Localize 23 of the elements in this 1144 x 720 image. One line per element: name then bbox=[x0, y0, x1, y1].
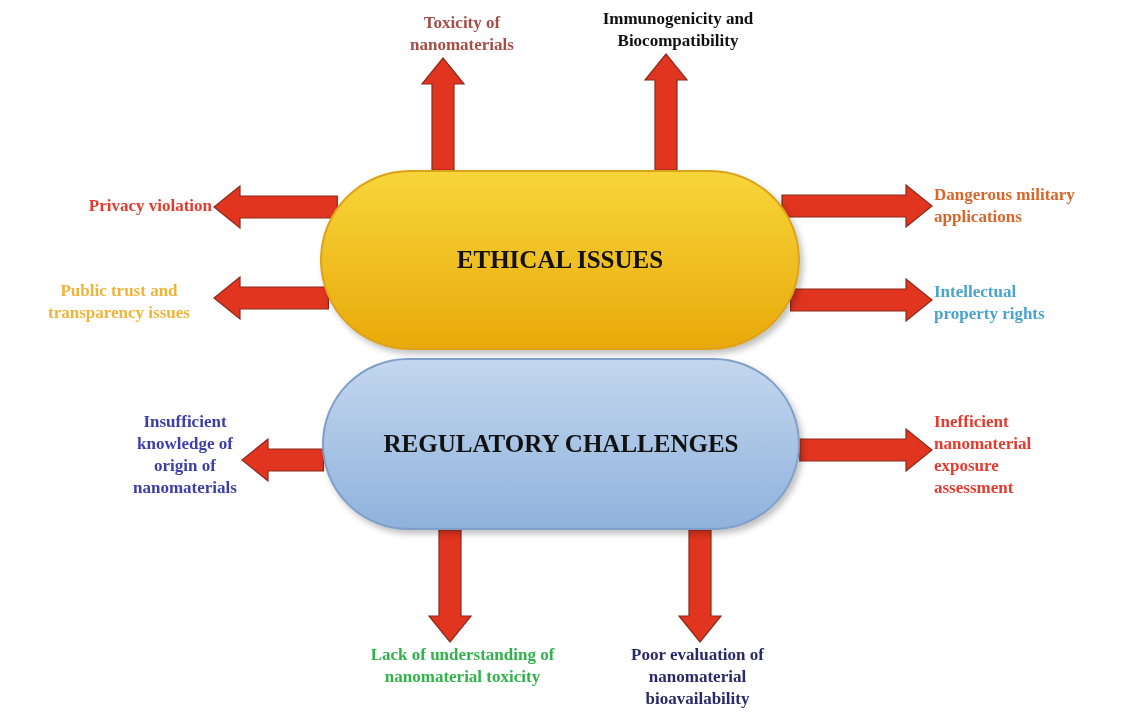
rounded-pill bbox=[322, 358, 800, 530]
issue-label: Intellectual property rights bbox=[934, 281, 1054, 325]
block-arrow bbox=[241, 437, 325, 483]
block-arrow bbox=[420, 57, 466, 171]
block-arrow bbox=[213, 275, 329, 321]
pill-title: REGULATORY CHALLENGES bbox=[383, 430, 739, 458]
issue-label: Lack of understanding of nanomaterial toxicity bbox=[335, 644, 590, 688]
issue-label: Toxicity of nanomaterials bbox=[382, 12, 542, 56]
pill-title: ETHICAL ISSUES bbox=[456, 246, 664, 274]
block-arrow bbox=[643, 53, 689, 171]
block-arrow bbox=[677, 529, 723, 643]
block-arrow bbox=[799, 427, 933, 473]
issue-label: Insufficient knowledge of origin of nanomaterials bbox=[130, 411, 240, 499]
issue-label: Dangerous military applications bbox=[934, 184, 1109, 228]
block-arrow bbox=[790, 277, 933, 323]
issue-label: Immunogenicity and Biocompatibility bbox=[572, 8, 784, 52]
issue-label: Privacy violation bbox=[20, 195, 212, 217]
issue-label: Inefficient nanomaterial exposure assessment bbox=[934, 411, 1074, 499]
issue-label: Public trust and transparency issues bbox=[26, 280, 212, 324]
block-arrow bbox=[427, 529, 473, 643]
block-arrow bbox=[213, 184, 338, 230]
issue-label: Poor evaluation of nanomaterial bioavailability bbox=[610, 644, 785, 710]
block-arrow bbox=[781, 183, 933, 229]
